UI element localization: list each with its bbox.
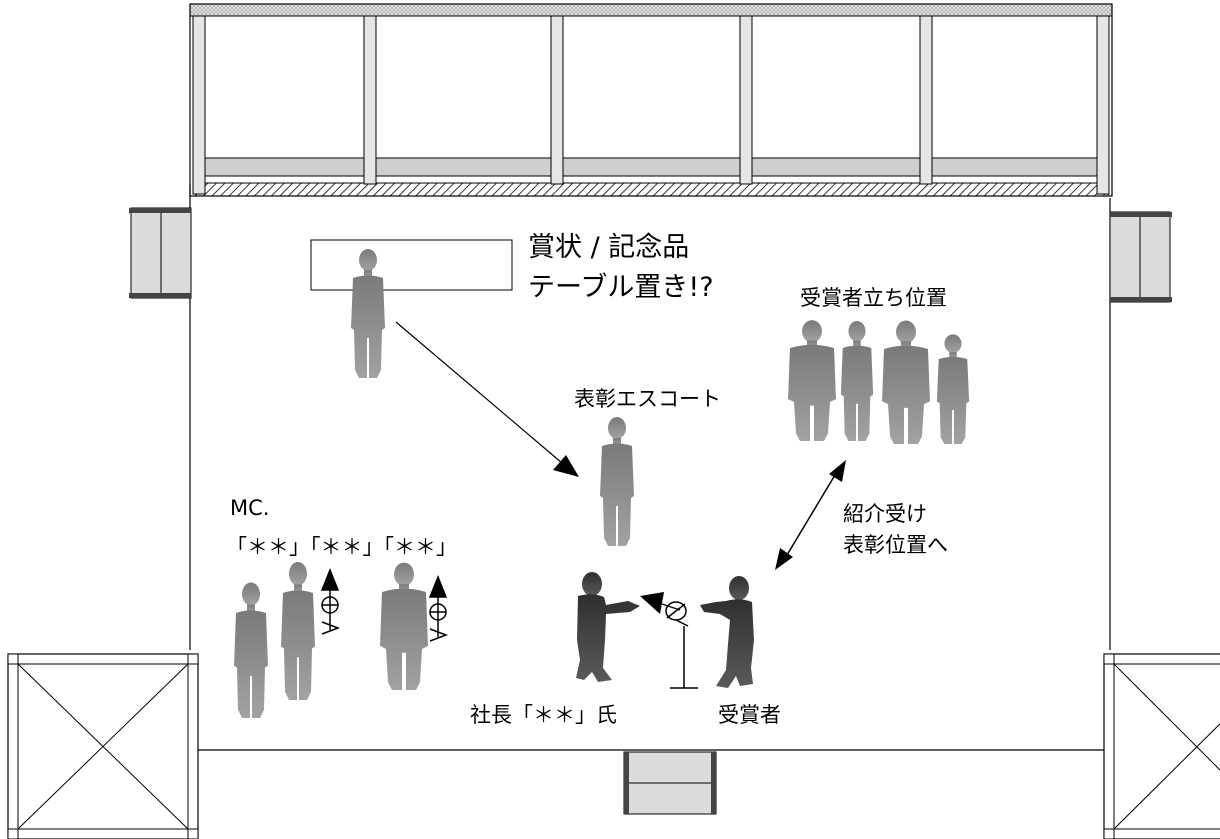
award-table-label: 賞状 / 記念品 テーブル置き!?: [528, 232, 714, 303]
podium-microphone: [665, 601, 698, 689]
award-escort-label: 表彰エスコート: [574, 387, 721, 411]
president-label: 社長「＊＊」氏: [470, 703, 617, 727]
mc-title-label: MC.: [230, 496, 270, 520]
handover-arrow: [640, 592, 681, 614]
president-figure: [576, 572, 640, 682]
mc-names-label: 「＊＊」「＊＊」「＊＊」: [226, 535, 457, 559]
recipients-group: [788, 320, 970, 444]
recipient-label: 受賞者: [718, 703, 781, 727]
right-stair-box: [1103, 653, 1220, 839]
move-to-award-position-arrow: [775, 460, 846, 570]
intro-move-label: 紹介受け 表彰位置へ: [843, 502, 948, 557]
recipients-position-label: 受賞者立ち位置: [800, 286, 947, 310]
front-step: [623, 751, 717, 815]
mc-microphone-1: [320, 567, 341, 635]
escort-path-arrow: [395, 321, 579, 477]
mc-microphone-2: [428, 574, 449, 642]
right-side-panel: [1109, 211, 1172, 303]
back-balcony: [189, 3, 1113, 198]
recipient-figure: [700, 576, 754, 688]
balcony-posts: [192, 15, 1110, 195]
left-stair-box: [7, 653, 199, 839]
escort-figure: [600, 417, 634, 546]
left-side-panel: [129, 207, 192, 299]
award-table: [310, 239, 513, 291]
